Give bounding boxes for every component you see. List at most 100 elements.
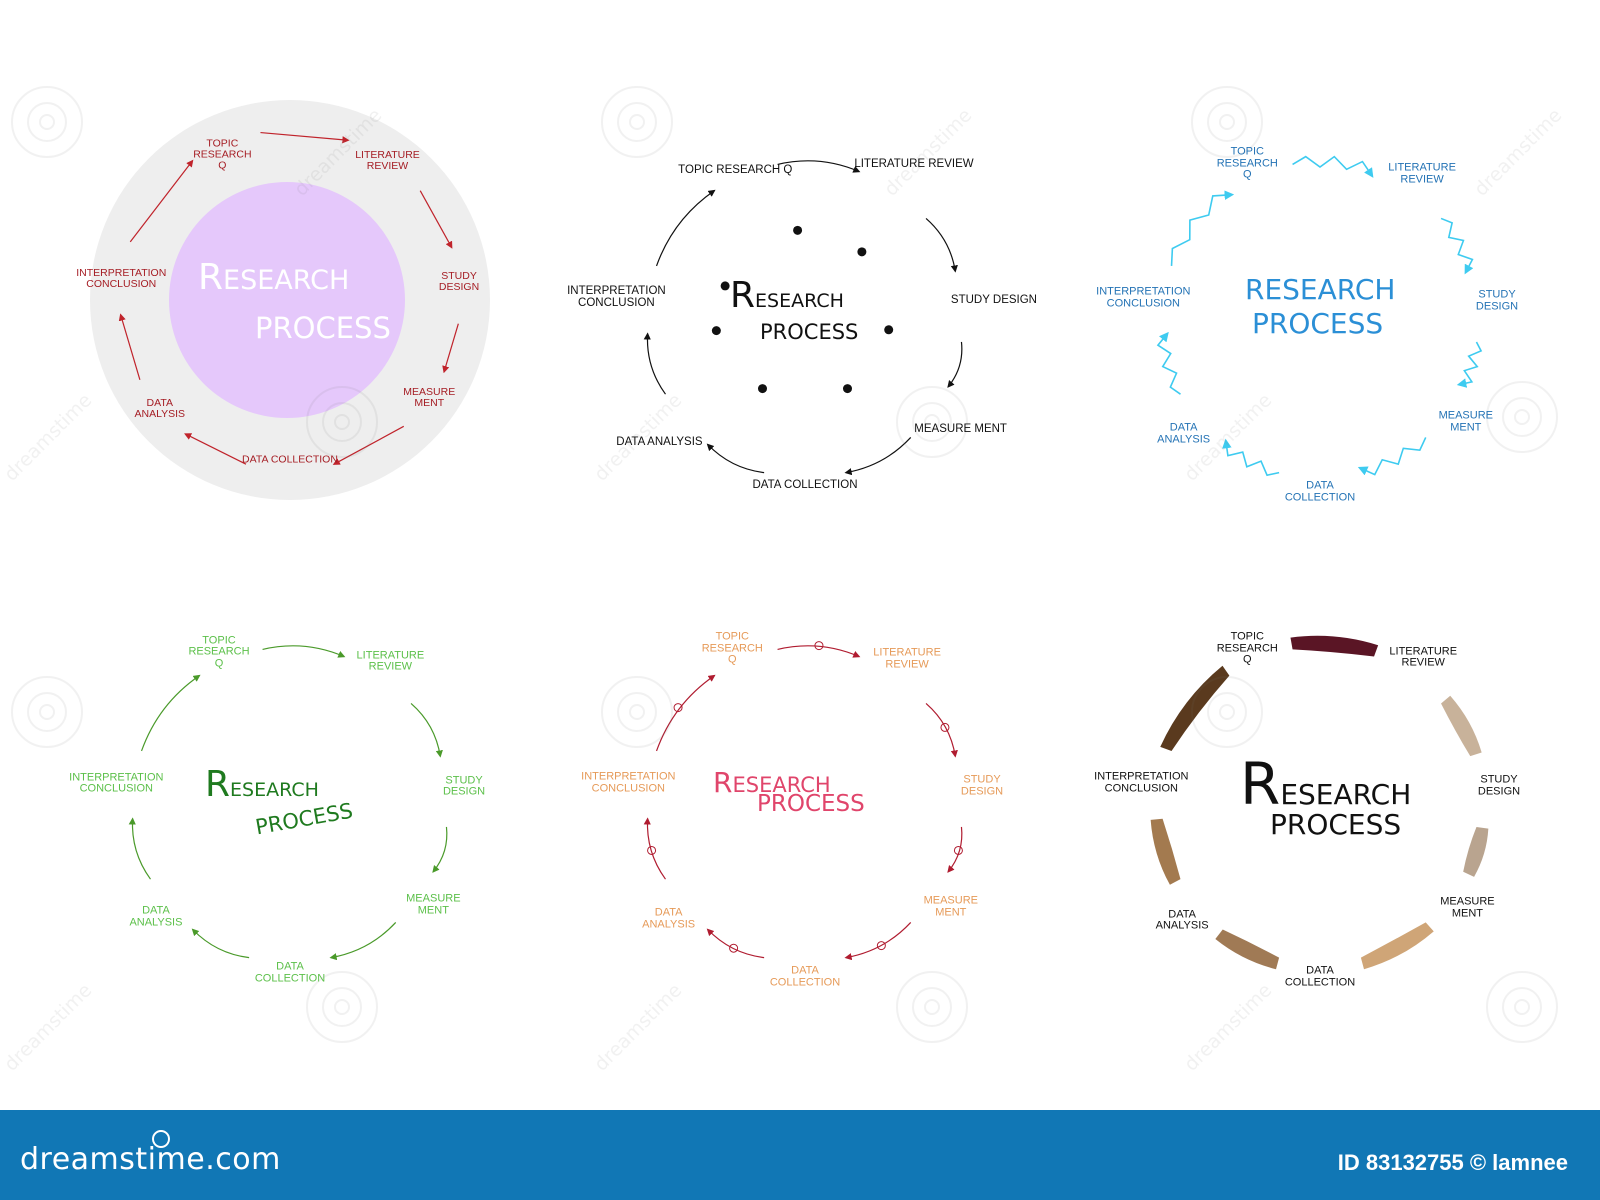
bullet-dot <box>758 384 767 394</box>
measurement-label: MEASURE MENT <box>923 894 978 919</box>
arrow-connector <box>947 826 963 873</box>
topic-research-label: TOPIC RESEARCH Q <box>1216 630 1278 666</box>
interpretation-conclusion-label: INTERPRETATION CONCLUSION <box>69 771 164 795</box>
interpretation-conclusion-label: INTERPRETATION CONCLUSION <box>76 267 167 291</box>
interpretation-conclusion-label: INTERPRETATION CONCLUSION <box>1094 770 1189 795</box>
brush-stroke-connector <box>1290 635 1379 657</box>
measurement-label: MEASURE MENT <box>914 422 1007 435</box>
topic-research-label: TOPIC RESEARCH Q <box>193 137 252 172</box>
brush-stroke-connector <box>1463 826 1489 877</box>
data-collection-label: DATA COLLECTION <box>1284 964 1356 988</box>
logo-swirl-icon <box>152 1130 170 1148</box>
arrow-connector <box>655 189 716 267</box>
diagram-graphics <box>90 100 1489 970</box>
arrow-connector <box>1222 438 1280 477</box>
data-collection-label: DATA COLLECTION <box>752 478 858 491</box>
arrow-connector <box>1357 437 1427 476</box>
watermark-swirl-icon <box>896 971 968 1043</box>
watermark-swirl-icon <box>11 86 83 158</box>
interpretation-conclusion-label: INTERPRETATION CONCLUSION <box>581 770 676 795</box>
diagram-title-line2: PROCESS <box>760 320 859 344</box>
measurement-label: MEASURE MENT <box>403 385 456 409</box>
research-process-diagram <box>643 641 963 961</box>
topic-research-label: TOPIC RESEARCH Q <box>188 634 250 670</box>
study-design-label: STUDY DESIGN <box>960 773 1004 798</box>
diagram-title-line1: RESEARCH <box>1245 273 1396 306</box>
watermark-swirl-icon <box>1191 676 1263 748</box>
arrow-connector <box>1440 217 1474 275</box>
arrow-connector <box>844 922 912 961</box>
arrow-connector <box>129 159 194 243</box>
arrow-connector <box>262 645 346 658</box>
study-design-label: STUDY DESIGN <box>438 270 480 294</box>
arrow-connector <box>655 674 716 752</box>
literature-review-label: LITERATURE REVIEW <box>854 158 974 171</box>
arrow-connector <box>410 702 443 758</box>
diagram-title-line2: PROCESS <box>255 311 391 345</box>
watermark-swirl-icon <box>306 971 378 1043</box>
arrow-connector <box>925 702 958 758</box>
arrow-connector <box>643 332 666 395</box>
loop-mark <box>647 845 657 855</box>
arrow-connector <box>706 928 765 959</box>
data-analysis-label: DATA ANALYSIS <box>1155 908 1209 932</box>
diagram-title-line1: RESEARCH <box>198 257 350 298</box>
diagram-title-line1: RESEARCH <box>1240 750 1412 818</box>
arrow-connector <box>329 922 397 961</box>
diagram-title-line1: RESEARCH <box>730 275 844 316</box>
data-analysis-label: DATA ANALYSIS <box>1157 421 1211 446</box>
arrow-connector <box>1170 190 1235 267</box>
research-process-diagram <box>128 645 448 961</box>
loop-mark <box>940 722 950 732</box>
data-analysis-label: DATA ANALYSIS <box>642 906 696 931</box>
loop-mark <box>673 703 683 713</box>
data-analysis-label: DATA ANALYSIS <box>616 436 703 449</box>
arrow-connector <box>419 190 453 249</box>
watermark-swirl-icon <box>1486 381 1558 453</box>
arrow-connector <box>128 817 151 880</box>
arrow-connector <box>442 323 459 374</box>
arrow-connector <box>777 645 861 658</box>
literature-review-label: LITERATURE REVIEW <box>873 646 941 671</box>
diagram-title-line1: RESEARCH <box>713 766 831 799</box>
watermark-swirl-icon <box>601 86 673 158</box>
topic-research-label: TOPIC RESEARCH Q <box>701 630 763 666</box>
topic-research-label: TOPIC RESEARCH Q <box>1216 145 1278 181</box>
bullet-dot <box>720 281 730 291</box>
bullet-dot <box>793 225 803 235</box>
interpretation-conclusion-label: INTERPRETATION CONCLUSION <box>1096 285 1191 310</box>
arrow-connector <box>777 160 861 173</box>
data-collection-label: DATA COLLECTION <box>769 964 841 988</box>
arrow-connector <box>140 674 201 752</box>
center-circle <box>169 182 405 418</box>
interpretation-conclusion-label: INTERPRETATION CONCLUSION <box>567 284 666 309</box>
brush-stroke-connector <box>1360 922 1434 970</box>
data-collection-label: DATA COLLECTION <box>242 453 338 466</box>
watermark-swirl-icon <box>306 386 378 458</box>
arrow-connector <box>260 131 350 144</box>
loop-mark <box>953 845 963 855</box>
arrow-connector <box>191 928 250 959</box>
footer-bar: dreamstime.com ID 83132755 © lamnee <box>0 1110 1600 1200</box>
brush-stroke-connector <box>1215 929 1280 970</box>
arrow-connector <box>1292 155 1374 178</box>
diagram-title-line2: PROCESS <box>757 791 865 817</box>
watermark-swirl-icon <box>1486 971 1558 1043</box>
study-design-label: STUDY DESIGN <box>1477 773 1521 798</box>
study-design-label: STUDY DESIGN <box>442 774 486 798</box>
research-process-diagram <box>90 100 490 500</box>
arrow-connector <box>1456 341 1483 388</box>
data-analysis-label: DATA ANALYSIS <box>129 904 183 929</box>
literature-review-label: LITERATURE REVIEW <box>1388 161 1456 186</box>
literature-review-label: LITERATURE REVIEW <box>356 649 425 673</box>
bullet-dot <box>884 325 894 335</box>
study-design-label: STUDY DESIGN <box>1475 288 1519 313</box>
footer-logo[interactable]: dreamstime.com <box>20 1142 281 1177</box>
diagram-title-line2: PROCESS <box>1252 307 1384 340</box>
research-process-diagram <box>1156 155 1483 477</box>
arrow-connector <box>118 313 141 380</box>
literature-review-label: LITERATURE REVIEW <box>1389 645 1458 669</box>
arrow-connector <box>432 826 448 873</box>
literature-review-label: LITERATURE REVIEW <box>355 148 420 172</box>
